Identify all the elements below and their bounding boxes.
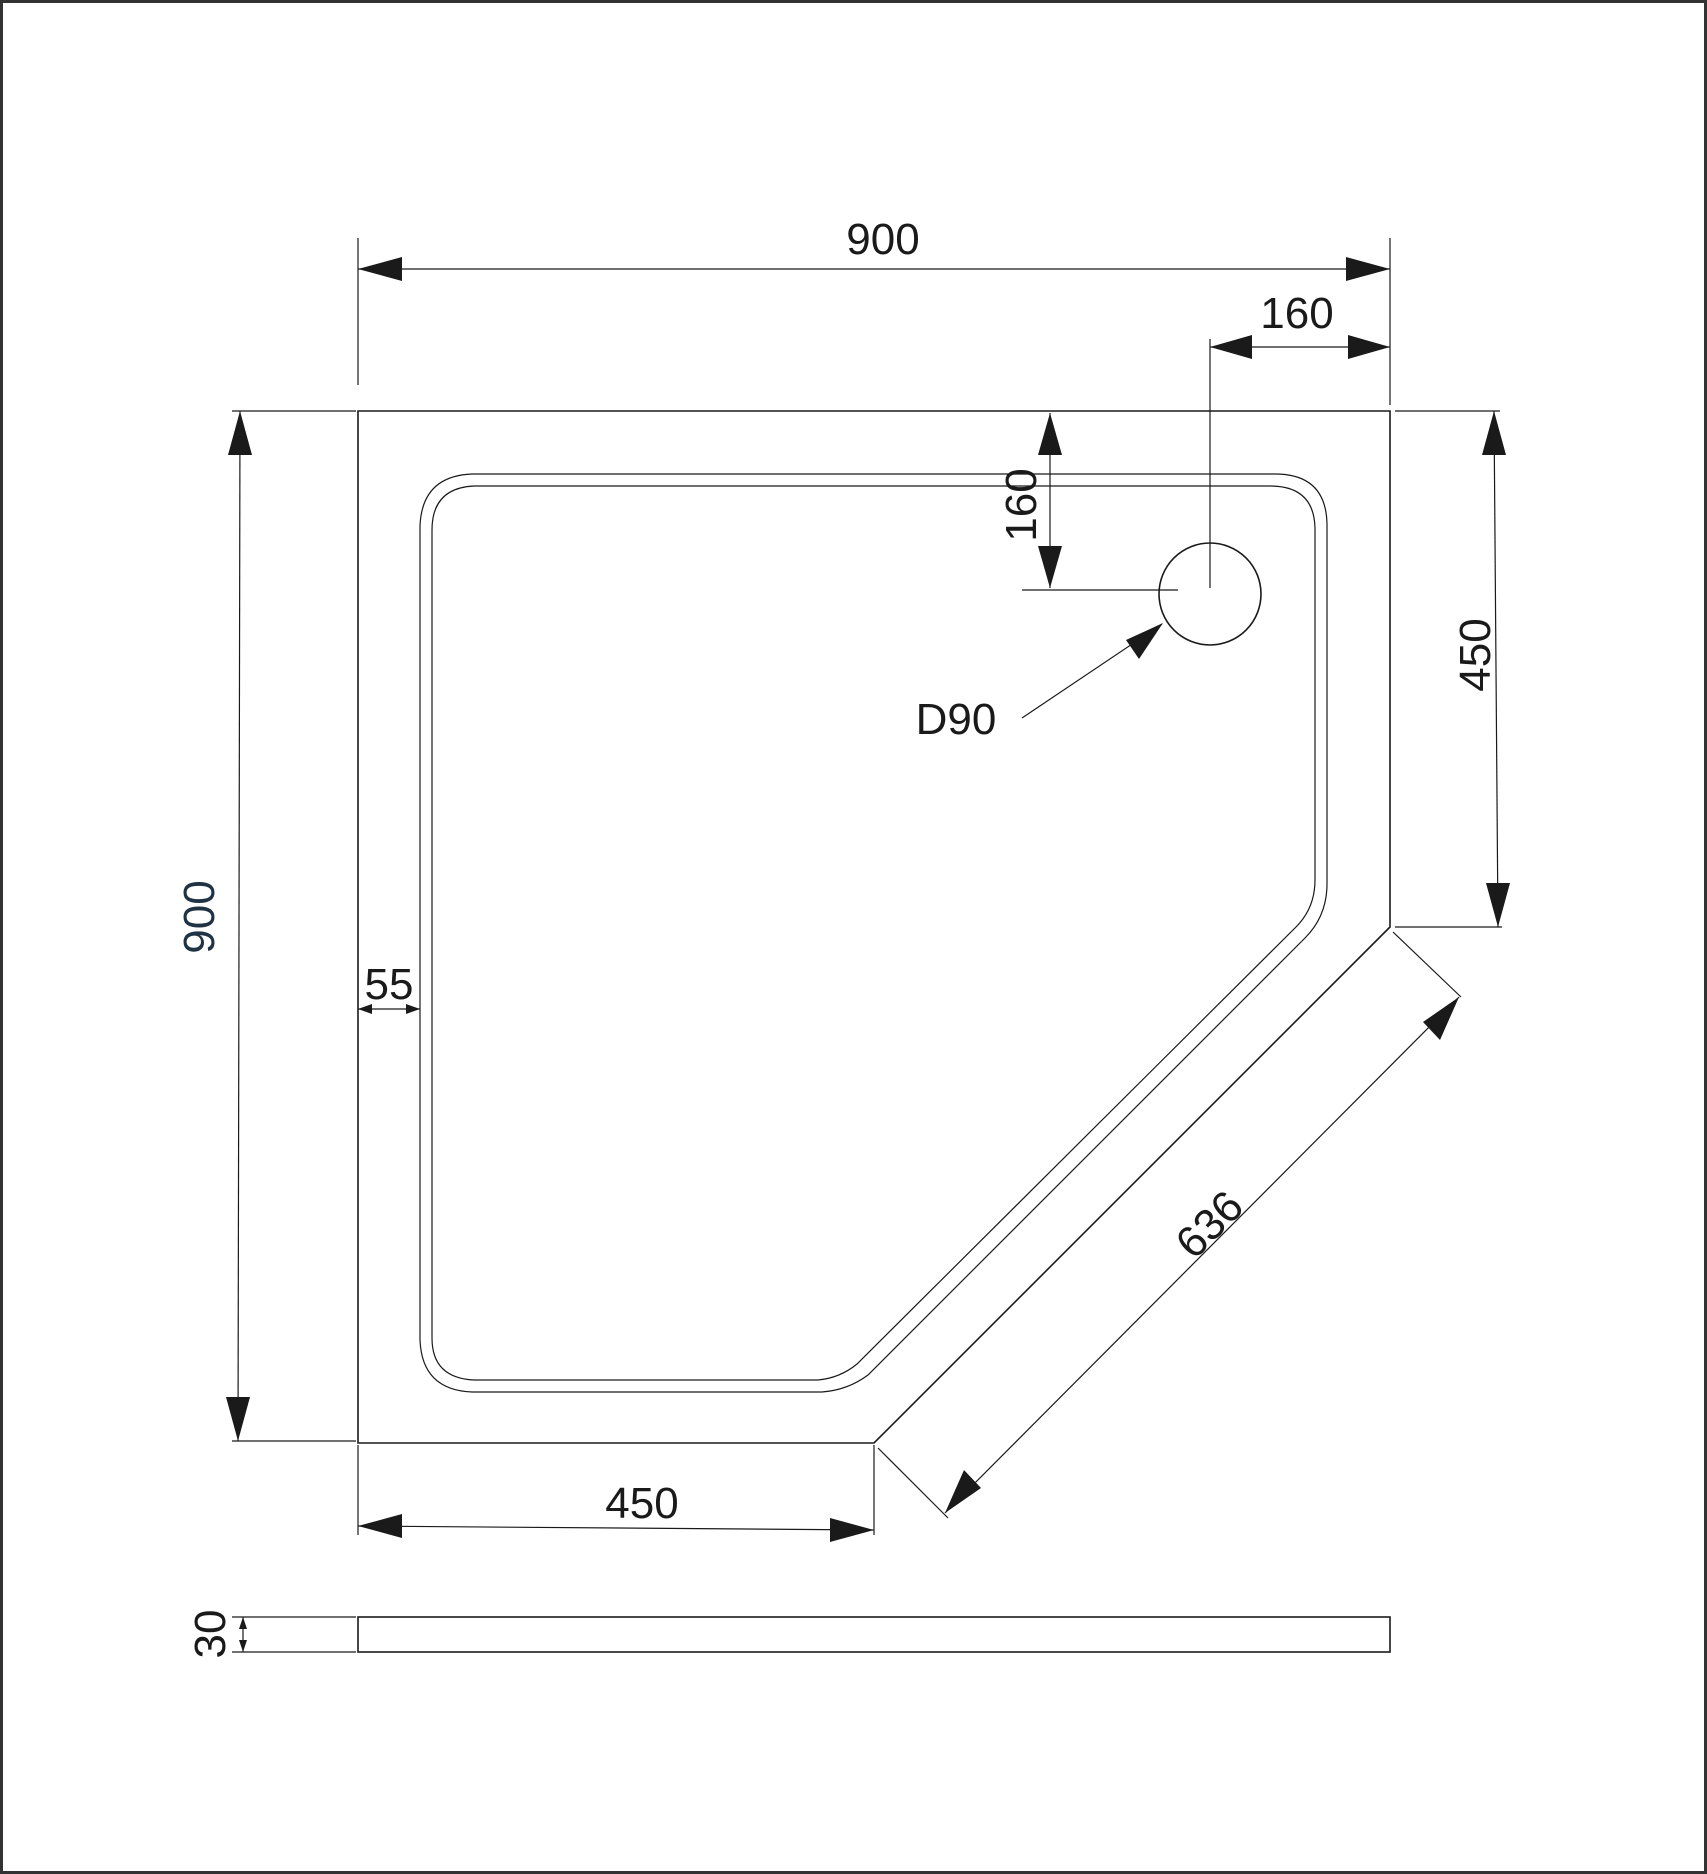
arrow-drain-y-bottom: [1038, 546, 1062, 588]
dim-top-width: 900: [846, 215, 919, 264]
arrow-drain-x-right: [1348, 335, 1390, 359]
arrow-drain-x-left: [1210, 335, 1252, 359]
dim-line-left-height: [237, 410, 241, 1442]
dim-line-diagonal: [944, 996, 1460, 1514]
arrow-rim-right: [406, 1004, 420, 1014]
ext-line-diagonal-bottom: [877, 1447, 949, 1519]
tray-side-view: [357, 1616, 1391, 1653]
dim-bottom-width: 450: [605, 1479, 678, 1528]
arrow-left-bottom: [226, 1397, 250, 1441]
arrow-right-top: [1482, 411, 1506, 455]
arrow-rim-left: [358, 1004, 372, 1014]
dim-rim-width: 55: [365, 960, 414, 1009]
label-drain-diameter: D90: [916, 695, 997, 744]
arrow-bottom-left: [358, 1514, 402, 1538]
arrow-bottom-right: [830, 1518, 874, 1542]
ext-line-diagonal-top: [1392, 931, 1462, 998]
arrow-drain-y-top: [1038, 413, 1062, 455]
tray-outer-outline: [357, 410, 1391, 1444]
dim-drain-offset-x: 160: [1260, 289, 1333, 338]
dim-left-height: 900: [175, 880, 224, 953]
arrow-diagonal-top: [1423, 997, 1459, 1040]
dim-line-right-height: [1493, 410, 1499, 928]
dim-line-bottom-width: [357, 1525, 875, 1531]
dim-drain-offset-y: 160: [997, 468, 1046, 541]
arrow-tray-height-top: [239, 1617, 247, 1629]
arrow-left-top: [228, 411, 252, 455]
arrow-tray-height-bottom: [239, 1640, 247, 1652]
dim-diagonal-length: 636: [1166, 1181, 1253, 1268]
arrow-drain-leader: [1126, 623, 1163, 659]
arrow-top-left: [358, 257, 402, 281]
arrow-right-bottom: [1486, 883, 1510, 927]
arrow-diagonal-bottom: [945, 1470, 981, 1513]
arrow-top-right: [1346, 257, 1390, 281]
dim-right-height: 450: [1451, 618, 1500, 691]
dim-tray-height: 30: [186, 1610, 235, 1659]
basin-inner-edge: [431, 485, 1316, 1381]
basin-outer-edge: [419, 473, 1328, 1393]
